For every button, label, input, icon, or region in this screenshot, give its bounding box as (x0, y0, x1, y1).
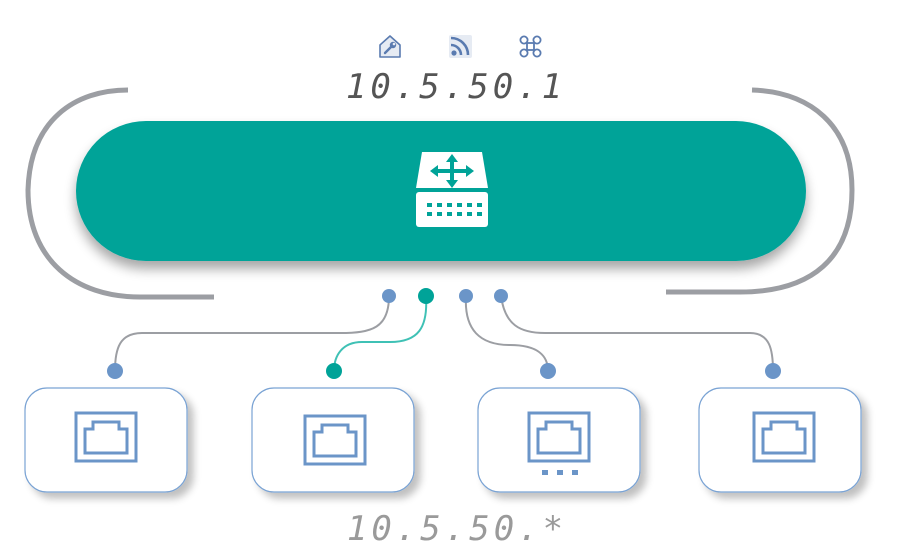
ethernet-port-icon (303, 414, 367, 466)
router-node-3[interactable] (459, 289, 473, 303)
home-settings-icon[interactable] (379, 35, 401, 58)
router-icon[interactable] (416, 152, 488, 227)
link-port-4 (500, 295, 774, 372)
link-port-2 (333, 295, 428, 372)
link-port-3 (464, 295, 549, 372)
gateway-ip-label: 10.5.50.1 (346, 67, 566, 107)
router-bar (76, 121, 806, 261)
client-node-2[interactable] (326, 363, 342, 379)
port-card-4[interactable] (698, 387, 862, 493)
port-card-2[interactable] (251, 387, 415, 493)
client-node-3[interactable] (540, 363, 556, 379)
client-node-1[interactable] (107, 363, 123, 379)
left-bracket (25, 87, 214, 300)
router-node-4[interactable] (494, 289, 508, 303)
port-card-3[interactable] (477, 387, 641, 493)
right-bracket (666, 87, 855, 295)
port-card-1[interactable] (24, 387, 188, 493)
command-key-icon[interactable] (519, 35, 542, 58)
ethernet-port-icon (527, 411, 591, 463)
router-node-1[interactable] (382, 289, 396, 303)
client-node-4[interactable] (765, 363, 781, 379)
ethernet-port-icon (752, 411, 816, 463)
ethernet-port-icon (74, 411, 138, 463)
link-port-1 (114, 295, 390, 372)
activity-dots (542, 470, 578, 475)
subnet-ip-label: 10.5.50.* (347, 509, 567, 547)
router-node-2[interactable] (418, 288, 434, 304)
rss-feed-icon[interactable] (449, 35, 472, 58)
